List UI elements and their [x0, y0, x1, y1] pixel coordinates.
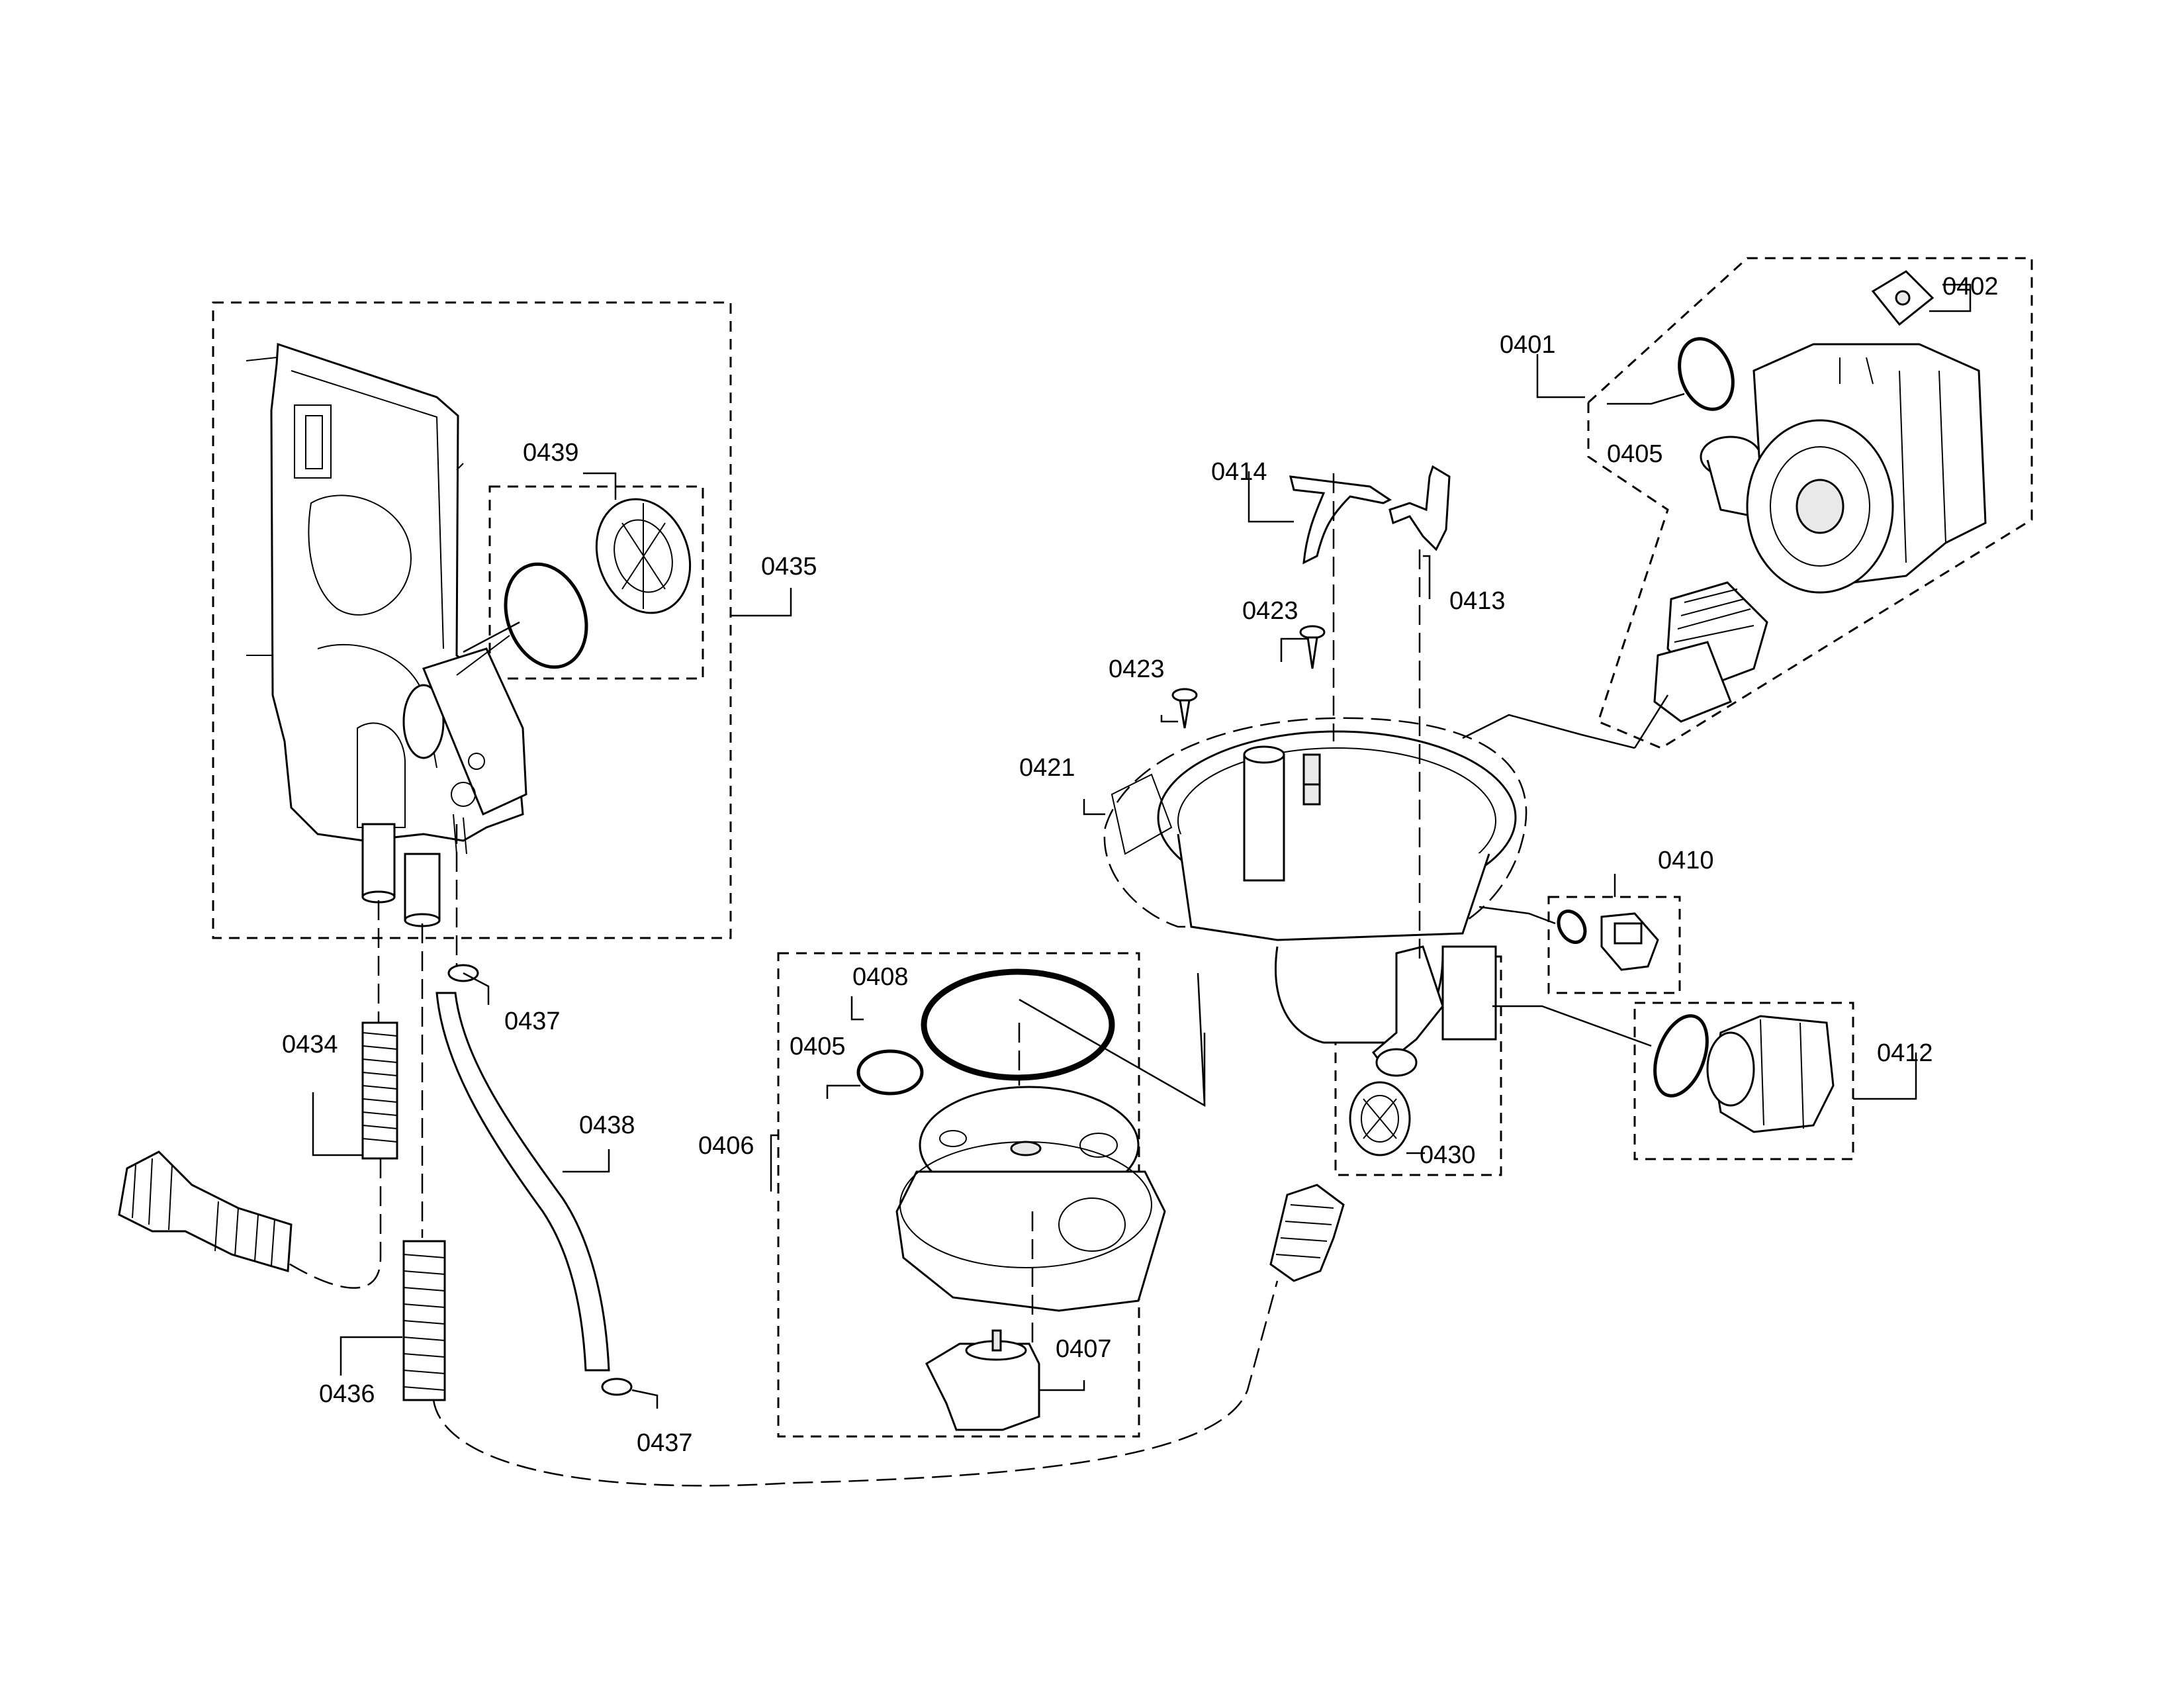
callout-0421: 0421 [1019, 754, 1075, 782]
clamp-0437b-part [601, 1378, 633, 1396]
check-valve-loose-part [1269, 1184, 1345, 1282]
callout-0401: 0401 [1500, 331, 1556, 359]
callout-0434: 0434 [282, 1031, 338, 1058]
group-box-0410 [1547, 896, 1681, 994]
check-valve-0430-part [1349, 1081, 1411, 1156]
callout-0423-right: 0423 [1242, 597, 1298, 625]
group-box-0406 [777, 952, 1140, 1438]
filter-cap-part [504, 498, 692, 669]
group-box-0430 [1334, 955, 1502, 1176]
callout-0406: 0406 [698, 1132, 754, 1160]
callout-0405-lower: 0405 [790, 1033, 846, 1060]
callout-leaders [312, 283, 1972, 1409]
callout-0402: 0402 [1942, 273, 1999, 301]
drain-pump-0412-part [1653, 1014, 1835, 1133]
hose-0436-part [402, 1240, 446, 1401]
callout-0423-left: 0423 [1109, 655, 1165, 683]
bracket-0414-part [1289, 475, 1392, 565]
callout-0439: 0439 [523, 439, 579, 467]
callout-0437-upper: 0437 [504, 1008, 561, 1035]
water-tank-part [246, 342, 527, 927]
callout-0438: 0438 [579, 1111, 635, 1139]
sensor-0410-part [1557, 910, 1659, 971]
ring-0408-part [921, 968, 1115, 1081]
impeller-housing-part [895, 1086, 1166, 1312]
heater-pump-part [1653, 337, 1987, 723]
callout-0407: 0407 [1056, 1335, 1112, 1363]
group-box-0401 [1587, 257, 2033, 749]
callout-0413: 0413 [1449, 587, 1506, 615]
hose-0434-part [361, 1021, 398, 1160]
callout-0414: 0414 [1211, 458, 1267, 486]
drain-connector-part [118, 1150, 293, 1272]
callout-0437-lower: 0437 [637, 1429, 693, 1457]
assembly-lines [284, 473, 1669, 1487]
motor-0407-part [925, 1329, 1040, 1431]
callout-labels: 0401 0402 0405 0414 0413 0423 0423 0421 … [282, 273, 1999, 1457]
group-box-0435 [212, 301, 732, 939]
callout-0412: 0412 [1877, 1039, 1933, 1067]
hose-0438-part [435, 992, 610, 1372]
callout-0408: 0408 [852, 963, 909, 991]
group-box-0439 [488, 485, 704, 680]
callout-0436: 0436 [319, 1380, 375, 1408]
callout-0435: 0435 [761, 553, 817, 581]
sump-housing-part [1103, 717, 1527, 1077]
group-box-0412 [1633, 1002, 1854, 1160]
screw-0423b-part [1299, 625, 1326, 669]
callout-0430: 0430 [1420, 1141, 1476, 1169]
latch-0413-part [1388, 465, 1451, 551]
screw-0423a-part [1171, 688, 1198, 729]
callout-0410: 0410 [1658, 847, 1714, 874]
callout-0405-upper: 0405 [1607, 440, 1663, 468]
clip-0402-part [1871, 270, 1934, 326]
clamp-0405b-part [856, 1049, 924, 1096]
